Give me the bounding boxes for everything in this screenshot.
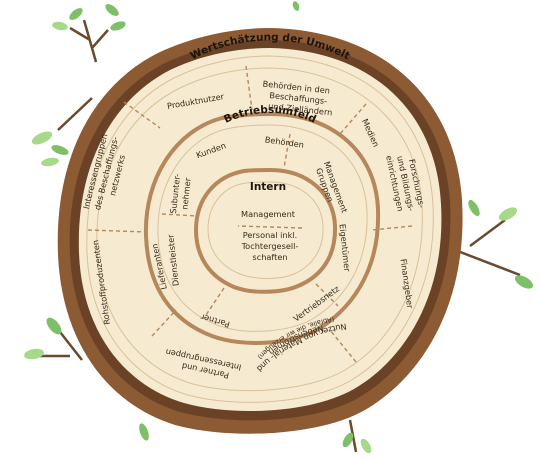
leaf (52, 21, 68, 31)
branch-top-left (69, 19, 109, 63)
leaf (139, 423, 149, 441)
leaf (498, 207, 518, 221)
leaf (105, 4, 119, 16)
leaf (46, 317, 62, 335)
svg-text:nehmer: nehmer (179, 177, 192, 210)
leaf (514, 275, 534, 289)
ring-core (207, 181, 324, 279)
wood-surface (78, 48, 442, 412)
svg-text:Subunter-: Subunter- (168, 173, 182, 214)
svg-text:Personal inkl.: Personal inkl. (243, 230, 298, 240)
radial-cracks (87, 65, 413, 363)
ring-inner (193, 167, 338, 294)
leaf (41, 157, 59, 167)
ring-title-inner: Intern (250, 181, 286, 193)
svg-text:Tochtergesell-: Tochtergesell- (241, 241, 299, 251)
growth-rings (86, 55, 434, 403)
leaf (110, 21, 126, 31)
branch-right (454, 218, 521, 277)
label-forschung: Forschungs- und Bildungs- einrichtungen (384, 155, 427, 213)
ring-middle-inner (157, 124, 368, 332)
leaf (69, 8, 83, 20)
leaf (51, 145, 69, 155)
label-subunternehmer: Subunter- nehmer (168, 173, 193, 214)
leaf (292, 1, 300, 11)
leaf (360, 438, 372, 454)
branch-bottom-left (40, 331, 83, 361)
label-personal: Personal inkl. Tochtergesell- schaften (241, 230, 299, 262)
leaf (342, 432, 354, 448)
svg-text:schaften: schaften (252, 252, 287, 262)
leaves (24, 1, 534, 454)
leaf (468, 199, 480, 217)
leaf (31, 131, 53, 145)
label-management: Management (241, 209, 296, 219)
branch-left (57, 97, 93, 131)
leaf (24, 348, 44, 360)
ring-middle-outer (143, 111, 381, 345)
